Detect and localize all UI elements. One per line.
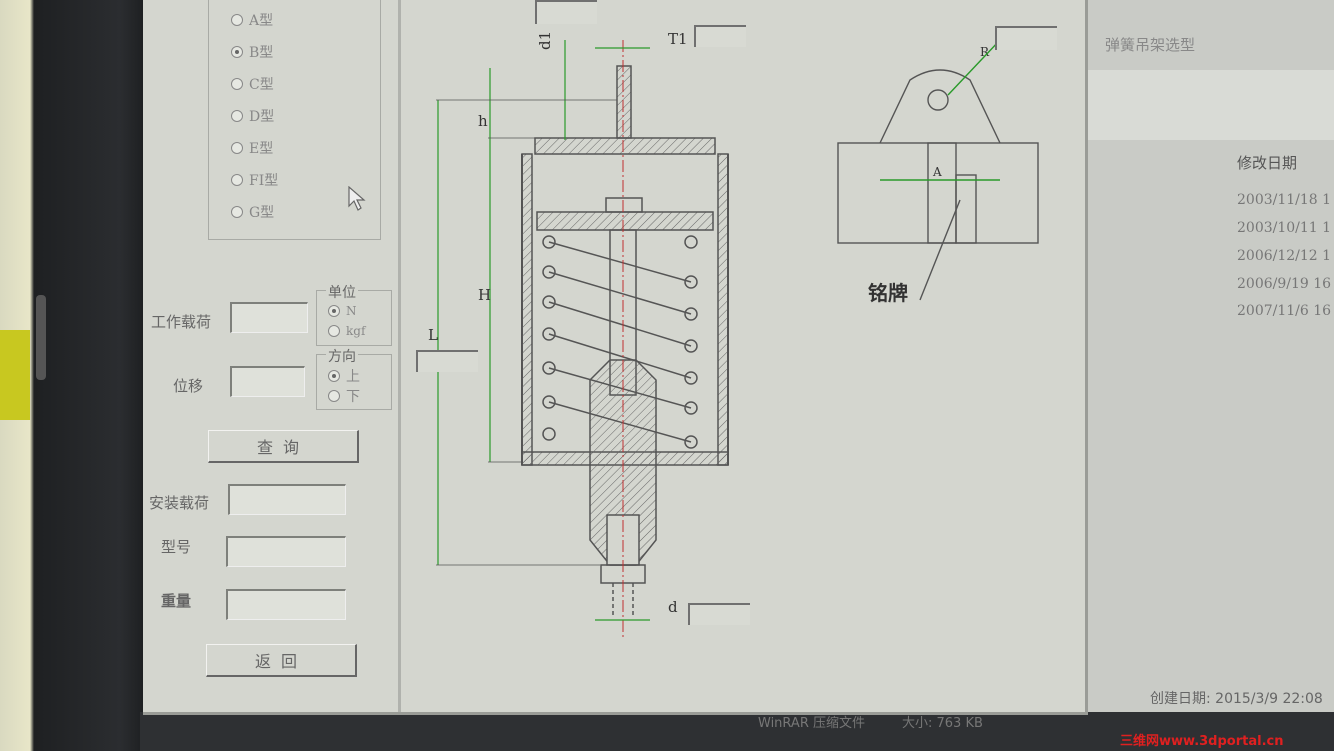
- radio-direction-down[interactable]: 下: [328, 386, 360, 406]
- dim-d-label: d: [668, 598, 678, 616]
- radio-type-fi[interactable]: FI型: [231, 170, 278, 190]
- file-date: 2007/11/6 16: [1237, 303, 1332, 319]
- bezel-notch: [36, 295, 46, 380]
- spring-hanger-drawing: d1 T1 h H L d A R 铭牌: [428, 30, 1039, 640]
- install-load-label: 安装载荷: [149, 494, 210, 512]
- desk-object: [0, 330, 30, 420]
- work-load-input[interactable]: [230, 302, 308, 333]
- dim-a-label: A: [932, 165, 942, 179]
- dim-d1-label: d1: [536, 31, 554, 50]
- radio-dot: [231, 206, 243, 218]
- file-date: 2003/10/11 1: [1237, 220, 1332, 236]
- nameplate-detail: [837, 39, 1039, 301]
- back-button[interactable]: 返回: [206, 644, 357, 677]
- top-rod: [616, 65, 632, 139]
- model-label: 型号: [161, 538, 192, 556]
- radio-type-d[interactable]: D型: [231, 106, 274, 126]
- background-window-title: 弹簧吊架选型: [1105, 36, 1196, 54]
- dim-big-h-label: H: [478, 286, 491, 304]
- radio-type-e[interactable]: E型: [231, 138, 273, 158]
- modified-date-header: 修改日期: [1237, 154, 1298, 172]
- background-header: [1085, 70, 1334, 140]
- radio-label: FI型: [249, 173, 279, 189]
- created-date: 创建日期: 2015/3/9 22:08: [1150, 691, 1323, 707]
- housing-wall-right: [717, 153, 729, 466]
- model-output[interactable]: [226, 536, 346, 567]
- file-size: 大小: 763 KB: [902, 716, 983, 731]
- weight-output[interactable]: [226, 589, 346, 620]
- l-input[interactable]: [416, 350, 478, 372]
- housing-wall-left: [521, 153, 533, 466]
- install-load-output[interactable]: [228, 484, 346, 515]
- dim-l-label: L: [428, 326, 438, 344]
- file-date: 2006/12/12 1: [1237, 248, 1332, 264]
- d-input[interactable]: [688, 603, 750, 625]
- top-cap: [534, 137, 716, 155]
- panel-divider: [398, 0, 401, 712]
- pressure-plate: [536, 211, 714, 231]
- radio-label: kgf: [346, 324, 366, 338]
- radio-label: C型: [249, 77, 274, 93]
- dim-r-label: R: [980, 45, 990, 59]
- query-button[interactable]: 查询: [208, 430, 359, 463]
- file-date: 2006/9/19 16: [1237, 276, 1332, 292]
- radio-dot: [231, 174, 243, 186]
- radio-dot: [231, 110, 243, 122]
- radio-label: A型: [249, 13, 274, 29]
- radio-dot: [231, 14, 243, 26]
- radio-label: N: [346, 304, 357, 318]
- radio-dot: [328, 390, 340, 402]
- t1-input[interactable]: [694, 25, 746, 47]
- radio-dot: [328, 305, 340, 317]
- top-nut: [605, 197, 643, 213]
- radio-label: E型: [249, 141, 274, 157]
- radio-dot: [231, 78, 243, 90]
- radio-dot: [328, 325, 340, 337]
- dim-h-label: h: [478, 112, 488, 130]
- radio-dot: [231, 142, 243, 154]
- radio-dot: [328, 370, 340, 382]
- radio-type-c[interactable]: C型: [231, 74, 274, 94]
- taskbar-area: [140, 712, 1334, 751]
- watermark: 三维网www.3dportal.cn: [1120, 734, 1284, 749]
- displacement-label: 位移: [173, 377, 204, 395]
- radio-type-g[interactable]: G型: [231, 202, 274, 222]
- nameplate-label: 铭牌: [868, 281, 908, 305]
- radio-unit-n[interactable]: N: [328, 304, 357, 318]
- top-field[interactable]: [535, 0, 597, 24]
- radio-unit-kgf[interactable]: kgf: [328, 324, 365, 338]
- weight-label: 重量: [161, 592, 192, 610]
- radio-label: B型: [249, 45, 274, 61]
- file-type: WinRAR 压缩文件: [758, 716, 865, 731]
- radio-type-a[interactable]: A型: [231, 10, 273, 30]
- radio-label: D型: [249, 109, 275, 125]
- unit-group-title: 单位: [326, 282, 358, 302]
- radio-type-b[interactable]: B型: [231, 42, 273, 62]
- background-file-window: 弹簧吊架选型 修改日期 2003/11/18 1 2003/10/11 1 20…: [1085, 0, 1334, 720]
- radio-label: 上: [346, 369, 360, 385]
- spring-coils: [542, 235, 698, 449]
- radio-dot: [231, 46, 243, 58]
- radio-direction-up[interactable]: 上: [328, 366, 360, 386]
- radio-label: 下: [346, 389, 360, 405]
- radio-label: G型: [249, 205, 275, 221]
- dim-t1-label: T1: [668, 30, 688, 48]
- spring-hanger-dialog: A型 B型 C型 D型 E型 FI型 G型 工作载荷 单位 N kgf 位移 方…: [143, 0, 1088, 715]
- mouse-cursor-icon: [348, 186, 366, 211]
- type-group: [208, 0, 381, 240]
- work-load-label: 工作载荷: [151, 313, 212, 331]
- r-input[interactable]: [995, 26, 1057, 50]
- direction-group-title: 方向: [326, 346, 358, 366]
- displacement-input[interactable]: [230, 366, 305, 397]
- file-date: 2003/11/18 1: [1237, 192, 1332, 208]
